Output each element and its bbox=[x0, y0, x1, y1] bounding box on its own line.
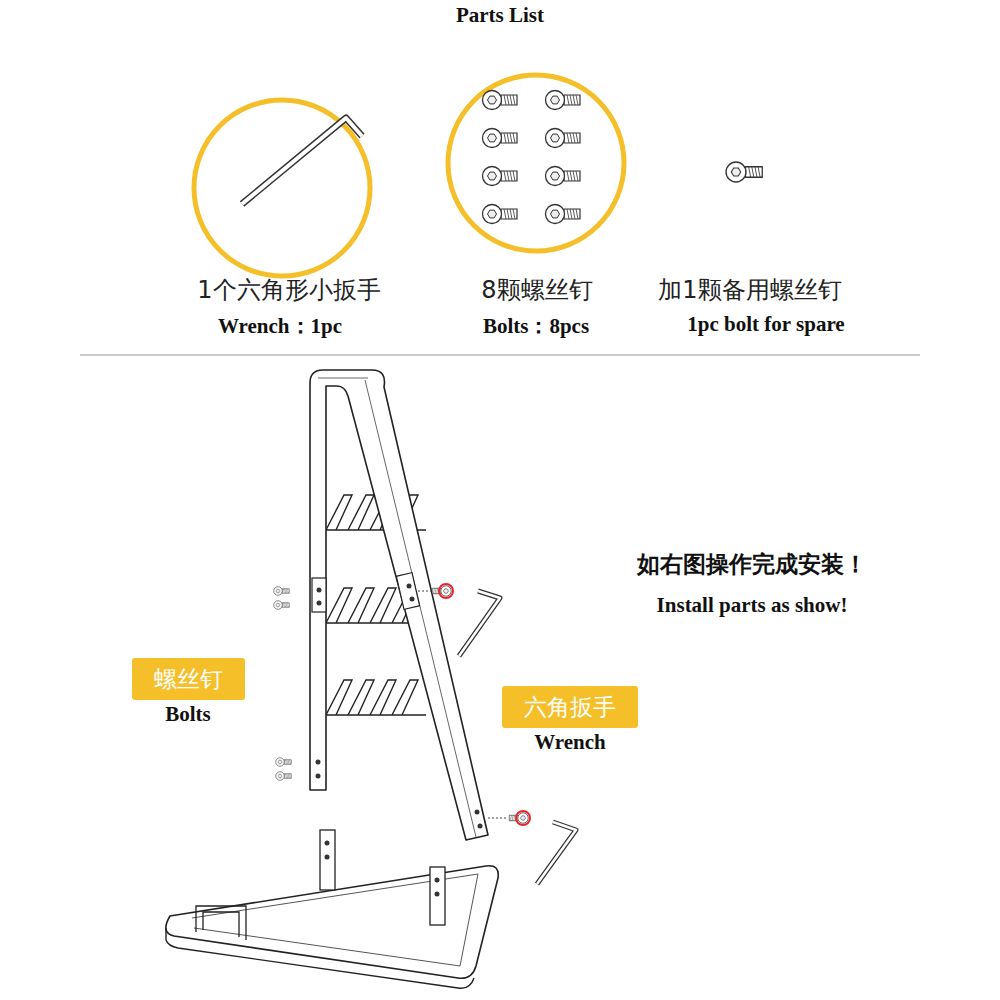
bolt-icon bbox=[483, 129, 518, 148]
bolt-icon bbox=[274, 587, 290, 596]
bolt-hole bbox=[317, 588, 322, 593]
bolt-hole bbox=[316, 774, 321, 779]
bolt-icon bbox=[483, 167, 518, 186]
wrench-icon bbox=[242, 118, 362, 204]
bolt-icon bbox=[276, 772, 292, 781]
base-tab bbox=[320, 830, 335, 890]
tag-caption: Wrench bbox=[534, 730, 606, 755]
highlight-ring bbox=[516, 811, 530, 825]
wrench-icon bbox=[242, 118, 362, 204]
bolt-icon bbox=[546, 167, 581, 186]
dashed-guide bbox=[418, 591, 432, 592]
bolt-hole bbox=[435, 878, 440, 883]
base-tab bbox=[430, 867, 445, 925]
callout-tag: 螺丝钉Bolts bbox=[132, 658, 245, 727]
bolt-hole bbox=[435, 892, 440, 897]
stand-frame bbox=[310, 370, 488, 840]
tag-label: 六角扳手 bbox=[502, 686, 638, 728]
bolt-icon bbox=[546, 205, 581, 224]
english-label: Bolts：8pcs bbox=[483, 312, 589, 340]
part-circle bbox=[194, 100, 370, 276]
english-label: Install parts as show! bbox=[657, 593, 848, 618]
callout-tag: 六角扳手Wrench bbox=[502, 686, 638, 755]
wrench-icon bbox=[459, 591, 500, 656]
bolt-icon bbox=[483, 91, 518, 110]
bolt-hole bbox=[407, 584, 412, 589]
joint-plate bbox=[396, 573, 419, 610]
english-label: 1pc bolt for spare bbox=[687, 312, 844, 337]
chinese-label: 8颗螺丝钉 bbox=[481, 274, 592, 306]
bolt-icon bbox=[432, 586, 451, 596]
base-edge bbox=[166, 928, 474, 988]
wrench-icon bbox=[537, 822, 576, 884]
tag-label: 螺丝钉 bbox=[132, 658, 245, 700]
highlight-ring bbox=[439, 584, 453, 598]
base-handle bbox=[196, 906, 246, 940]
wrench-icon bbox=[459, 591, 500, 656]
bolt-hole bbox=[325, 855, 330, 860]
bolt-hole bbox=[478, 824, 483, 829]
hook-bracket bbox=[326, 680, 426, 715]
chinese-label: 1个六角形小扳手 bbox=[197, 274, 380, 306]
divider-line bbox=[80, 354, 920, 355]
dashed-guide bbox=[488, 818, 508, 819]
joint-plate bbox=[312, 578, 326, 612]
bolt-hole bbox=[317, 601, 322, 606]
chinese-label: 加1颗备用螺丝钉 bbox=[658, 274, 841, 306]
bolt-icon bbox=[509, 813, 528, 823]
title: Parts List bbox=[456, 3, 544, 28]
english-label: Wrench：1pc bbox=[218, 312, 342, 340]
bolt-hole bbox=[325, 841, 330, 846]
bolt-icon bbox=[276, 758, 292, 767]
chinese-label: 如右图操作完成安装！ bbox=[637, 549, 867, 580]
bolt-icon bbox=[274, 601, 290, 610]
bolt-hole bbox=[410, 597, 415, 602]
bolt-icon bbox=[546, 129, 581, 148]
bolt-hole bbox=[475, 810, 480, 815]
tag-caption: Bolts bbox=[165, 702, 211, 727]
frame-edge bbox=[318, 378, 476, 837]
part-circle bbox=[448, 75, 624, 251]
bolt-icon bbox=[546, 91, 581, 110]
wrench-icon bbox=[537, 822, 576, 884]
spare-bolt-icon bbox=[726, 162, 762, 182]
bolt-hole bbox=[316, 760, 321, 765]
bolt-icon bbox=[483, 205, 518, 224]
